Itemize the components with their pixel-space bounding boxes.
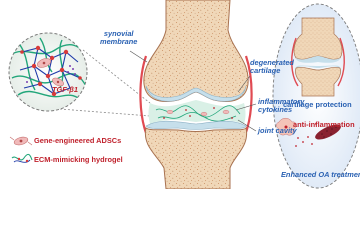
- tibia-bone: [144, 126, 248, 189]
- embedded-adscs: [37, 58, 64, 87]
- inflammatory-cytokines-label: inflammatory cytokines: [258, 98, 304, 114]
- hydrogel-zoom-circle: [8, 32, 88, 112]
- inflammatory-cytokine-dots: [163, 107, 233, 119]
- label-pointers: [129, 50, 257, 132]
- joint-cavity-label: joint cavity: [258, 126, 297, 135]
- crosslink-nodes: [20, 45, 82, 97]
- synovial-membrane-label-line1: synovial: [103, 29, 134, 38]
- outcome-label: Enhanced OA treatment: [281, 170, 360, 179]
- degenerated-cartilage-label: degenerated cartilage: [250, 59, 294, 75]
- inflammatory-cytokines-label-line1: inflammatory: [258, 97, 305, 106]
- tgf-beta1-label: TGF-β1: [52, 85, 78, 94]
- diagram-artwork: [8, 0, 360, 189]
- healthy-joint-icon: [291, 17, 345, 97]
- inflammatory-cell-icon: [295, 123, 341, 147]
- zoom-leader-lines: [59, 49, 151, 117]
- inflammatory-cytokines-label-line2: cytokines: [258, 105, 293, 114]
- legend-hydrogel-label: ECM-mimicking hydrogel: [34, 155, 123, 164]
- legend-cells-label: Gene-engineered ADSCs: [34, 136, 122, 145]
- anti-inflammation-label: anti-inflammation: [293, 120, 355, 129]
- upper-cartilage: [145, 85, 247, 102]
- oa-treatment-diagram: TGF-β1 synovial membrane degenerated car…: [8, 0, 360, 189]
- cartilage-protection-label: cartilage protection: [283, 100, 352, 109]
- legend-cell-icon: [9, 136, 33, 146]
- degenerated-cartilage-label-line2: cartilage: [250, 66, 281, 75]
- synovial-membrane-label: synovial membrane: [100, 30, 137, 46]
- macrophage-icon: [276, 118, 297, 136]
- legend-hydrogel-icon: [11, 153, 33, 163]
- synovial-membrane-label-line2: membrane: [100, 37, 138, 46]
- lower-cartilage: [145, 120, 247, 130]
- outcome-panel: [272, 3, 360, 189]
- degenerated-cartilage-label-line1: degenerated: [250, 58, 294, 67]
- tgf-beta1-molecules: [26, 65, 76, 83]
- joint-cavity-space: [148, 100, 246, 124]
- cavity-adscs: [166, 109, 230, 116]
- knee-joint: [139, 0, 253, 189]
- femur-bone: [143, 0, 249, 102]
